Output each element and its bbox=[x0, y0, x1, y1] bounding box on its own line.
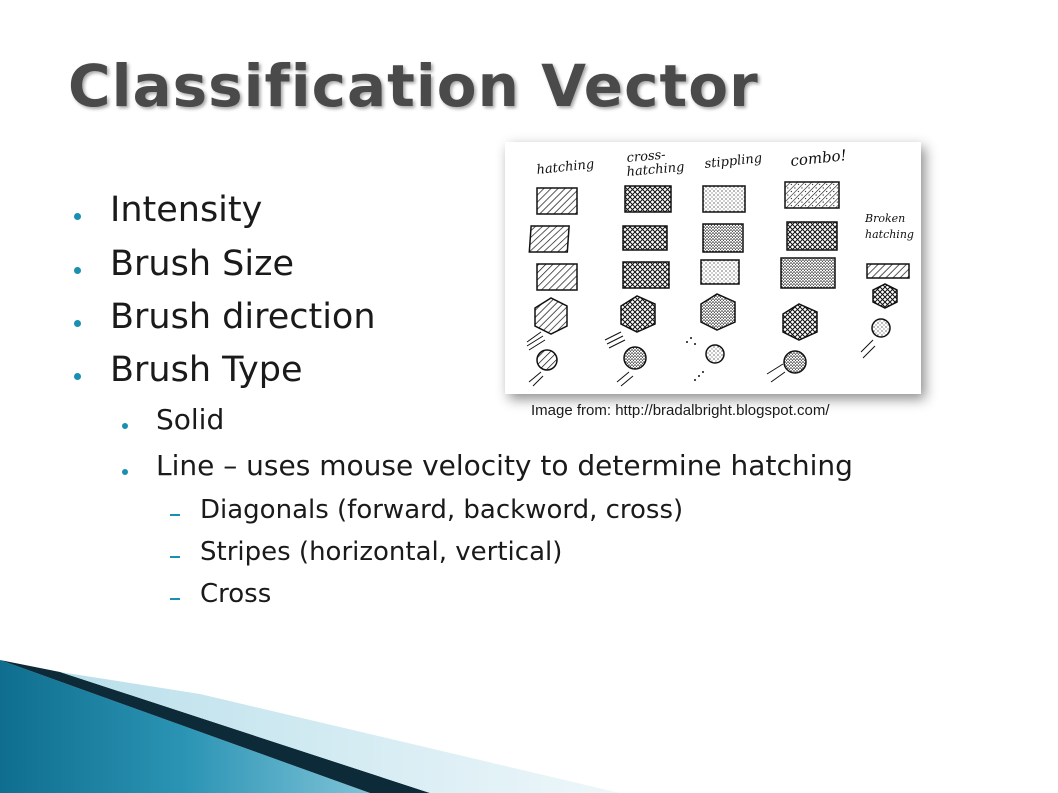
bullet-brush-size: Brush Size bbox=[110, 244, 294, 284]
bullet-brush-type: Brush Type bbox=[110, 350, 303, 390]
sub-bullet-line: Line – uses mouse velocity to determine … bbox=[156, 449, 853, 482]
hatching-sketch-drawing: hatching cross- hatching stippling combo… bbox=[526, 146, 914, 387]
sub-sub-bullet-cross: Cross bbox=[200, 579, 272, 609]
swatch-hatching bbox=[536, 187, 578, 215]
swatch-combo bbox=[786, 221, 838, 251]
stipple-shadow-dot bbox=[698, 375, 700, 377]
swatch-crosshatch bbox=[622, 225, 668, 251]
cube-combo bbox=[782, 303, 818, 341]
sub-bullet-marker bbox=[122, 423, 128, 429]
stipple-shadow-dot bbox=[690, 337, 692, 339]
label-hatching: hatching bbox=[536, 157, 595, 178]
cube-hatching bbox=[534, 297, 568, 335]
sub-sub-bullet-marker bbox=[170, 556, 180, 558]
label-combo: combo! bbox=[790, 146, 848, 170]
label-stippling: stippling bbox=[704, 151, 763, 172]
sub-sub-bullet-diagonals: Diagonals (forward, backword, cross) bbox=[200, 495, 684, 525]
swatch-stipple bbox=[702, 185, 746, 213]
swatch-combo bbox=[784, 181, 840, 209]
bullet-marker bbox=[74, 267, 81, 274]
bullet-marker bbox=[74, 320, 81, 327]
sphere-stipple bbox=[705, 344, 725, 364]
sphere-broken bbox=[871, 318, 891, 338]
shadow-strokes bbox=[860, 339, 876, 359]
stipple-shadow-dot bbox=[686, 341, 688, 343]
cube-crosshatch bbox=[620, 295, 656, 333]
image-caption: Image from: http://bradalbright.blogspot… bbox=[531, 402, 830, 419]
swatch-stipple bbox=[700, 259, 740, 285]
cube-broken bbox=[872, 283, 898, 309]
stipple-shadow-dot bbox=[694, 343, 696, 345]
label-broken: Broken bbox=[864, 212, 905, 225]
stipple-shadow-dot bbox=[702, 371, 704, 373]
sphere-combo bbox=[783, 350, 807, 374]
label-cross: cross- bbox=[626, 148, 666, 166]
stipple-shadow-dot bbox=[694, 379, 696, 381]
sub-sub-bullet-marker bbox=[170, 598, 180, 600]
bullet-brush-direction: Brush direction bbox=[110, 297, 376, 337]
swatch-broken bbox=[866, 263, 910, 279]
shadow-strokes bbox=[528, 371, 544, 387]
swatch-stipple bbox=[702, 223, 744, 253]
shadow-strokes bbox=[526, 331, 546, 351]
sub-sub-bullet-stripes: Stripes (horizontal, vertical) bbox=[200, 537, 563, 567]
bullet-intensity: Intensity bbox=[110, 190, 263, 230]
bullet-marker bbox=[74, 213, 81, 220]
slide-title: Classification Vector bbox=[68, 52, 759, 120]
shadow-strokes bbox=[604, 331, 626, 349]
swatch-combo bbox=[780, 257, 836, 289]
sub-bullet-solid: Solid bbox=[156, 403, 225, 436]
label-broken-hatching: hatching bbox=[865, 228, 914, 241]
bullet-marker bbox=[74, 373, 81, 380]
swatch-crosshatch bbox=[622, 261, 670, 289]
label-cross-hatching: hatching bbox=[626, 160, 685, 180]
sub-sub-bullet-marker bbox=[170, 514, 180, 516]
swatch-hatching bbox=[536, 263, 578, 291]
swatch-crosshatch bbox=[624, 185, 672, 213]
sphere-crosshatch bbox=[623, 346, 647, 370]
swatch-hatching bbox=[528, 225, 570, 253]
shadow-strokes bbox=[616, 371, 634, 387]
sphere-hatching bbox=[536, 349, 558, 371]
cube-stipple bbox=[700, 293, 736, 331]
hatching-sketch-image: hatching cross- hatching stippling combo… bbox=[505, 142, 921, 394]
shadow-strokes bbox=[766, 363, 786, 383]
sub-bullet-marker bbox=[122, 469, 128, 475]
